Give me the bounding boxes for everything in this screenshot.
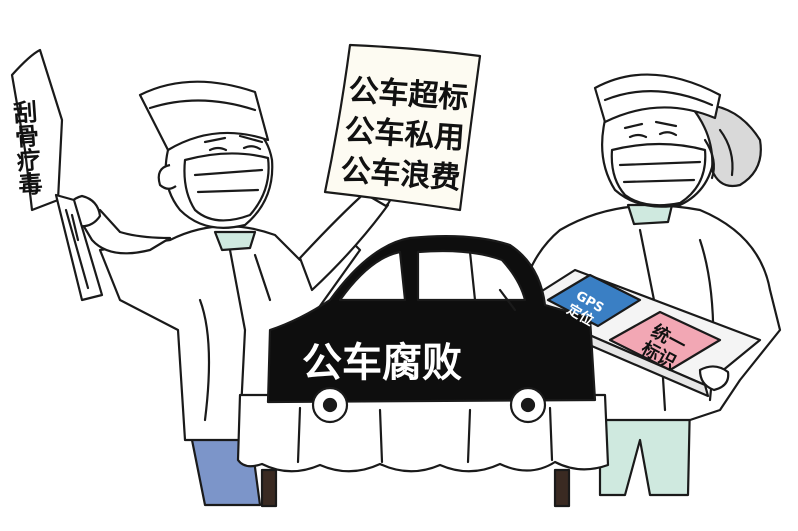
car-label: 公车腐败: [302, 340, 462, 386]
car-window-rear: [338, 250, 407, 302]
right-doctor-cap: [593, 73, 722, 124]
table-leg-right: [553, 468, 571, 508]
left-doctor-cap: [138, 80, 270, 152]
uniform-id-tile: [608, 310, 722, 372]
cleaver: [10, 48, 104, 302]
sign-line-3: 公车浪费: [339, 153, 461, 196]
sign-line-1: 公车超标: [347, 73, 469, 116]
sign-board: [323, 43, 482, 212]
right-doctor-collar: [626, 203, 674, 226]
car: [266, 235, 597, 424]
sign-line-2: 公车私用: [343, 113, 465, 156]
table-leg-left: [260, 468, 278, 508]
cleaver-text: 刮骨疗毒: [8, 98, 43, 197]
right-doctor-hair: [688, 103, 762, 188]
svg-text:刮骨疗毒: 刮骨疗毒: [8, 98, 43, 197]
left-doctor-collar: [213, 230, 257, 252]
right-doctor-hand-right: [698, 365, 730, 392]
right-doctor-mask: [610, 142, 707, 207]
